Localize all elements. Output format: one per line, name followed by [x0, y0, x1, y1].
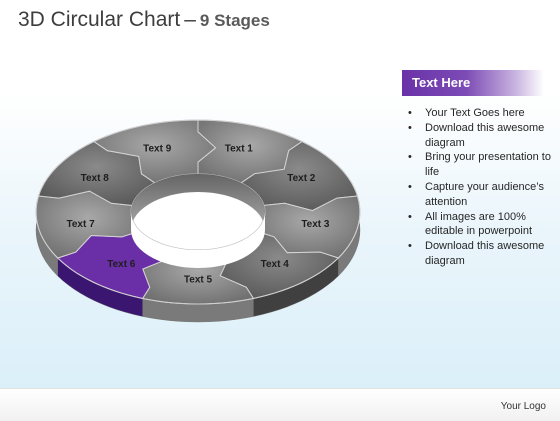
- footer-logo-text: Your Logo: [500, 401, 546, 412]
- ring-labels: Text 1 Text 2 Text 3 Text 4 Text 5 Text 6 Text…: [67, 143, 330, 285]
- title-subtitle: 9 Stages: [199, 11, 270, 30]
- stage-label: Text 9: [143, 143, 172, 154]
- inner-hole-wall: [131, 174, 265, 230]
- title-dash: –: [184, 8, 196, 31]
- stage-label: Text 3: [301, 219, 330, 230]
- text-here-header: Text Here: [402, 70, 544, 96]
- title-main: 3D Circular Chart: [18, 8, 181, 31]
- bullet-list: Your Text Goes here Download this awesom…: [408, 106, 556, 269]
- stage-label: Text 1: [225, 143, 254, 154]
- circular-chart: Text 1 Text 2 Text 3 Text 4 Text 5 Text 6 Text…: [35, 119, 361, 323]
- outer-rim: [35, 119, 361, 305]
- bullet-item: Download this awesome diagram: [408, 121, 556, 151]
- ring-dividers: [35, 119, 361, 305]
- footer-bar: Your Logo: [0, 388, 560, 421]
- bullet-item: Your Text Goes here: [408, 106, 556, 121]
- page-title: 3D Circular Chart–9 Stages: [18, 8, 270, 32]
- stage-label: Text 5: [184, 275, 213, 286]
- ring-inner-hole: [130, 173, 266, 268]
- stage-label: Text 6: [107, 259, 136, 270]
- bullet-item: Download this awesome diagram: [408, 239, 556, 269]
- bullet-item: Bring your presentation to life: [408, 150, 556, 180]
- bullet-item: Capture your audience’s attention: [408, 180, 556, 210]
- text-here-heading: Text Here: [412, 75, 471, 90]
- inner-hole-floor: [131, 212, 265, 268]
- stage-label: Text 8: [81, 173, 110, 184]
- bullet-item: All images are 100% editable in powerpoi…: [408, 210, 556, 240]
- stage-label: Text 4: [261, 259, 290, 270]
- stage-label: Text 7: [67, 219, 96, 230]
- stage-label: Text 2: [287, 173, 316, 184]
